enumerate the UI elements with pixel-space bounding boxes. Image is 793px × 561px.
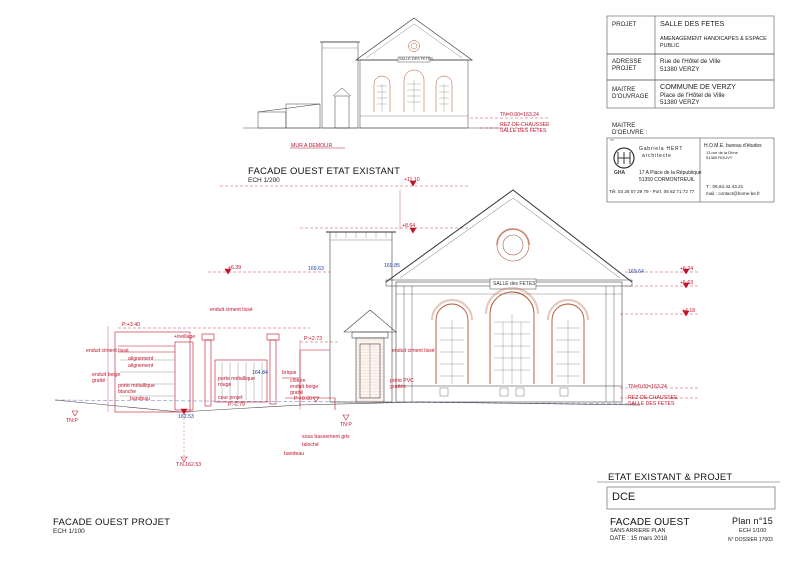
callout-enduit-beige: enduit beige — [92, 372, 121, 378]
architect-title: architecte — [642, 153, 672, 159]
tb-address-label-2: PROJET — [612, 65, 637, 72]
sheet-subtitle: SANS ARRIERE PLAN — [610, 528, 666, 534]
level-639: +6.39 — [228, 265, 242, 271]
callout-enduit-lisse-3: enduit ciment lissé — [392, 348, 435, 354]
existing-rdc-1: REZ-DE-CHAUSSEE — [500, 122, 550, 128]
callout-cloture-3: gratté — [290, 390, 304, 396]
project-sign: SALLE des FETES — [493, 281, 536, 287]
existing-rdc-2: SALLE DES FETES — [500, 128, 547, 134]
bet-phone: T : 06.64.42.43.21 — [706, 184, 744, 189]
tb-owner-line-2: 51380 VERZY — [660, 99, 700, 106]
existing-view-title: FACADE OUEST ETAT EXISTANT — [248, 166, 401, 177]
level-16964: 169.64 — [628, 269, 644, 275]
tb-moe-label-1: MAITRE — [612, 122, 636, 129]
project-view-title: FACADE OUEST PROJET — [53, 517, 171, 528]
level-16985: 169.85 — [384, 263, 400, 269]
tn-16253: T.N.162.53 — [176, 462, 202, 468]
architect-addr-2: 51350 CORMONTREUIL — [639, 177, 695, 183]
tnp-right: TN:P — [340, 422, 352, 428]
tb-owner-line-1: Place de l'Hôtel de Ville — [660, 92, 725, 99]
tb-owner-label-2: D'OUVRAGE — [612, 93, 649, 100]
callout-soubassement: sous bassement gris — [302, 434, 350, 440]
callout-enduit-lisse-1: enduit ciment lissé — [210, 307, 253, 313]
level-864: +8.64 — [402, 223, 416, 229]
sheet-state: ETAT EXISTANT & PROJET — [608, 472, 733, 483]
mur-demolir-label: MUR A DEMOLIR — [291, 143, 333, 149]
callout-bandeau-2: bandeau — [284, 451, 305, 457]
callout-porte-metal-rouge-2: rouge — [218, 382, 232, 388]
tb-owner-name: COMMUNE DE VERZY — [660, 82, 736, 91]
tb-project-subtitle: AMENAGEMENT HANDICAPES & ESPACE PUBLIC — [660, 36, 767, 49]
callout-alignement-2: alignement — [128, 363, 154, 369]
sheet-title: FACADE OUEST — [610, 517, 690, 528]
dossier-number: N° DOSSIER 17003 — [728, 537, 773, 543]
callout-bandeau-1: bandeau — [130, 396, 151, 402]
callout-alignement-1: alignement — [128, 356, 154, 362]
plan-number: Plan n°15 — [732, 516, 773, 526]
callout-porte-metal-rouge-1: porte métallique — [218, 376, 255, 382]
callout-treillage: +treillage — [174, 334, 196, 340]
existing-elevation — [243, 17, 550, 149]
callout-enduit-lisse-2: enduit ciment lissé — [86, 348, 129, 354]
architect-name: Gabriela HERT — [639, 146, 684, 152]
level-273: P:+2.73 — [304, 336, 323, 342]
callout-cour: cour projet — [218, 395, 243, 401]
tb-address-line-2: 51380 VERZY — [660, 66, 700, 73]
tb-project-title: SALLE DES FETES — [660, 19, 725, 28]
existing-sign: SALLE DES FETES — [399, 57, 433, 61]
callout-grattee: gratté — [92, 378, 106, 384]
callout-porte-pvc-1: porte PVC — [390, 378, 414, 384]
callout-brique: brique — [282, 370, 297, 376]
architect-addr-1: 17 A Place de la République — [639, 170, 702, 176]
plan-scale: ECH 1/100 — [739, 528, 767, 534]
callout-talochee: taloché — [302, 442, 319, 448]
bet-addr-1: 13 rue de la Dîme — [706, 150, 738, 155]
level-340: P:+3.40 — [122, 322, 141, 328]
callout-porte-pvc-2: grattée — [390, 384, 407, 390]
tb-address-line-1: Rue de l'Hôtel de Ville — [660, 58, 721, 65]
bet-addr-2: 51380 ROUVY — [706, 155, 733, 160]
callout-blanche: blanche — [118, 389, 137, 395]
level-079: P:-0.79 — [228, 402, 245, 408]
level-563: +5.63 — [680, 280, 694, 286]
tb-moe-label-2: D'OEUVRE : — [612, 129, 648, 136]
callout-cloture-1: clôture — [290, 378, 306, 384]
project-view-scale: ECH 1/100 — [53, 528, 85, 535]
bet-mail: mail : contact@home-be.fr — [706, 191, 760, 196]
level-16963: 169.63 — [308, 266, 324, 272]
titleblock-frame — [597, 15, 780, 510]
sheet-date: DATE : 15 mars 2018 — [610, 536, 668, 542]
level-16253: 162.53 — [178, 414, 194, 420]
existing-view-scale: ECH 1/200 — [248, 177, 280, 184]
level-1110: +11.10 — [404, 177, 420, 183]
architect-phone: Tél. 03 26 07 29 79 - Port. 06 82 71 72 … — [609, 189, 695, 194]
project-tn: TN=0.00=163.24 — [628, 384, 667, 390]
callout-cloture-2: enduit beige — [290, 384, 319, 390]
tb-project-label: PROJET — [612, 21, 637, 28]
bet-name: H.O.M.E. bureau d'études — [704, 143, 762, 149]
existing-tn: TN=0.00=163.24 — [500, 112, 539, 118]
level-418: +4.18 — [682, 308, 696, 314]
tb-address-label-1: ADRESSE — [612, 58, 642, 65]
tb-owner-label-1: MAITRE — [612, 86, 636, 93]
level-624: +6.24 — [680, 266, 694, 272]
tnp-left: TN:P — [66, 418, 78, 424]
architect-logo-mark — [613, 147, 635, 169]
project-rdc-2: SALLE DES FETES — [628, 401, 675, 407]
level-16484: 164.84 — [252, 370, 268, 376]
project-elevation — [54, 180, 700, 463]
project-rdc-1: REZ-DE-CHAUSSEE — [628, 395, 678, 401]
level-000: P:+0.00 — [294, 396, 313, 402]
sheet-phase: DCE — [612, 491, 636, 503]
architect-logo: GHA — [614, 170, 626, 176]
callout-porte-metal: porte métallique — [118, 383, 155, 389]
